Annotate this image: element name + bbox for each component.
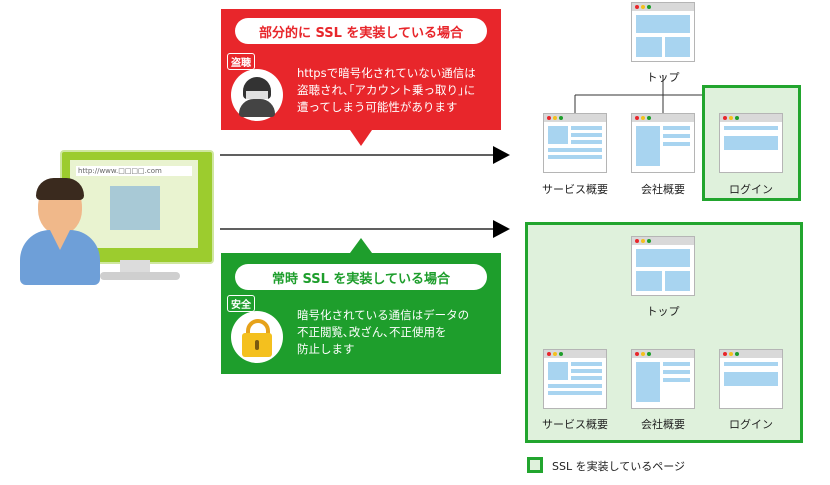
legend-swatch: [527, 457, 543, 473]
full-ssl-text: 暗号化されている通信はデータの 不正閲覧､改ざん､不正使用を 防止します: [297, 308, 470, 356]
user-hair: [36, 178, 84, 200]
bottom-sitemap-top-page: [631, 236, 695, 296]
partial-ssl-text: httpsで暗号化されていない通信は 盗聴され､｢アカウント乗っ取り｣に 遭って…: [297, 66, 476, 114]
top-sitemap-service-label: サービス概要: [542, 183, 608, 196]
top-callout-pointer: [350, 130, 372, 146]
user-icon: [20, 178, 100, 285]
eavesdrop-badge: 盗聴: [227, 53, 255, 70]
top-sitemap-company-label: 会社概要: [641, 183, 685, 196]
user-computer-illustration: http://www.□□□□.com: [20, 150, 214, 290]
eavesdropper-icon: [231, 69, 283, 121]
top-sitemap-service-page: [543, 113, 607, 173]
bottom-sitemap-service-page: [543, 349, 607, 409]
browser-url-bar: http://www.□□□□.com: [76, 166, 192, 176]
top-arrow-head: [493, 146, 510, 164]
partial-ssl-callout: 部分的に SSL を実装している場合 盗聴 httpsで暗号化されていない通信は…: [221, 9, 501, 130]
top-sitemap-company-page: [631, 113, 695, 173]
top-sitemap-top-page: [631, 2, 695, 62]
bottom-callout-pointer: [350, 238, 372, 253]
bottom-sitemap-login-page: [719, 349, 783, 409]
bottom-sitemap-company-page: [631, 349, 695, 409]
padlock-icon: [231, 311, 283, 363]
top-sitemap-login-label: ログイン: [729, 183, 773, 196]
top-sitemap-login-page: [719, 113, 783, 173]
top-sitemap-top-label: トップ: [646, 71, 680, 84]
monitor-stand: [120, 260, 150, 274]
bottom-sitemap-service-label: サービス概要: [542, 418, 608, 431]
browser-content: [110, 186, 160, 230]
legend-label: SSL を実装しているページ: [552, 460, 686, 473]
bottom-sitemap-company-label: 会社概要: [641, 418, 685, 431]
bottom-sitemap-top-label: トップ: [646, 305, 680, 318]
bottom-arrow-head: [493, 220, 510, 238]
bottom-sitemap-login-label: ログイン: [729, 418, 773, 431]
full-ssl-callout: 常時 SSL を実装している場合 安全 暗号化されている通信はデータの 不正閲覧…: [221, 253, 501, 374]
full-ssl-title: 常時 SSL を実装している場合: [235, 264, 487, 290]
partial-ssl-title: 部分的に SSL を実装している場合: [235, 18, 487, 44]
monitor-screen: http://www.□□□□.com: [70, 160, 198, 248]
monitor-base: [100, 272, 180, 280]
safe-badge: 安全: [227, 295, 255, 312]
